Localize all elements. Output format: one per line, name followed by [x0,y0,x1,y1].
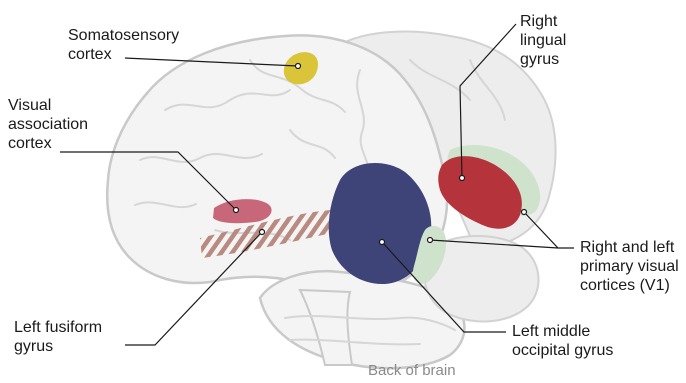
label-right-lingual-gyrus: Right lingual gyrus [520,12,566,69]
label-left-fusiform-gyrus: Left fusiform gyrus [14,318,102,356]
label-left-middle-occipital-gyrus: Left middle occipital gyrus [512,322,613,360]
dot-primary-visual-left [428,238,433,243]
label-primary-visual-cortices: Right and left primary visual cortices (… [580,238,679,295]
dot-somatosensory [296,64,301,69]
caption-back-of-brain: Back of brain [368,362,456,379]
dot-visual-association [234,208,239,213]
dot-left-fusiform [260,230,265,235]
dot-left-middle-occipital [380,240,385,245]
label-somatosensory-cortex: Somatosensory cortex [68,26,179,64]
dot-right-lingual [460,176,465,181]
dot-primary-visual-right [522,210,527,215]
label-visual-association-cortex: Visual association cortex [8,96,88,153]
